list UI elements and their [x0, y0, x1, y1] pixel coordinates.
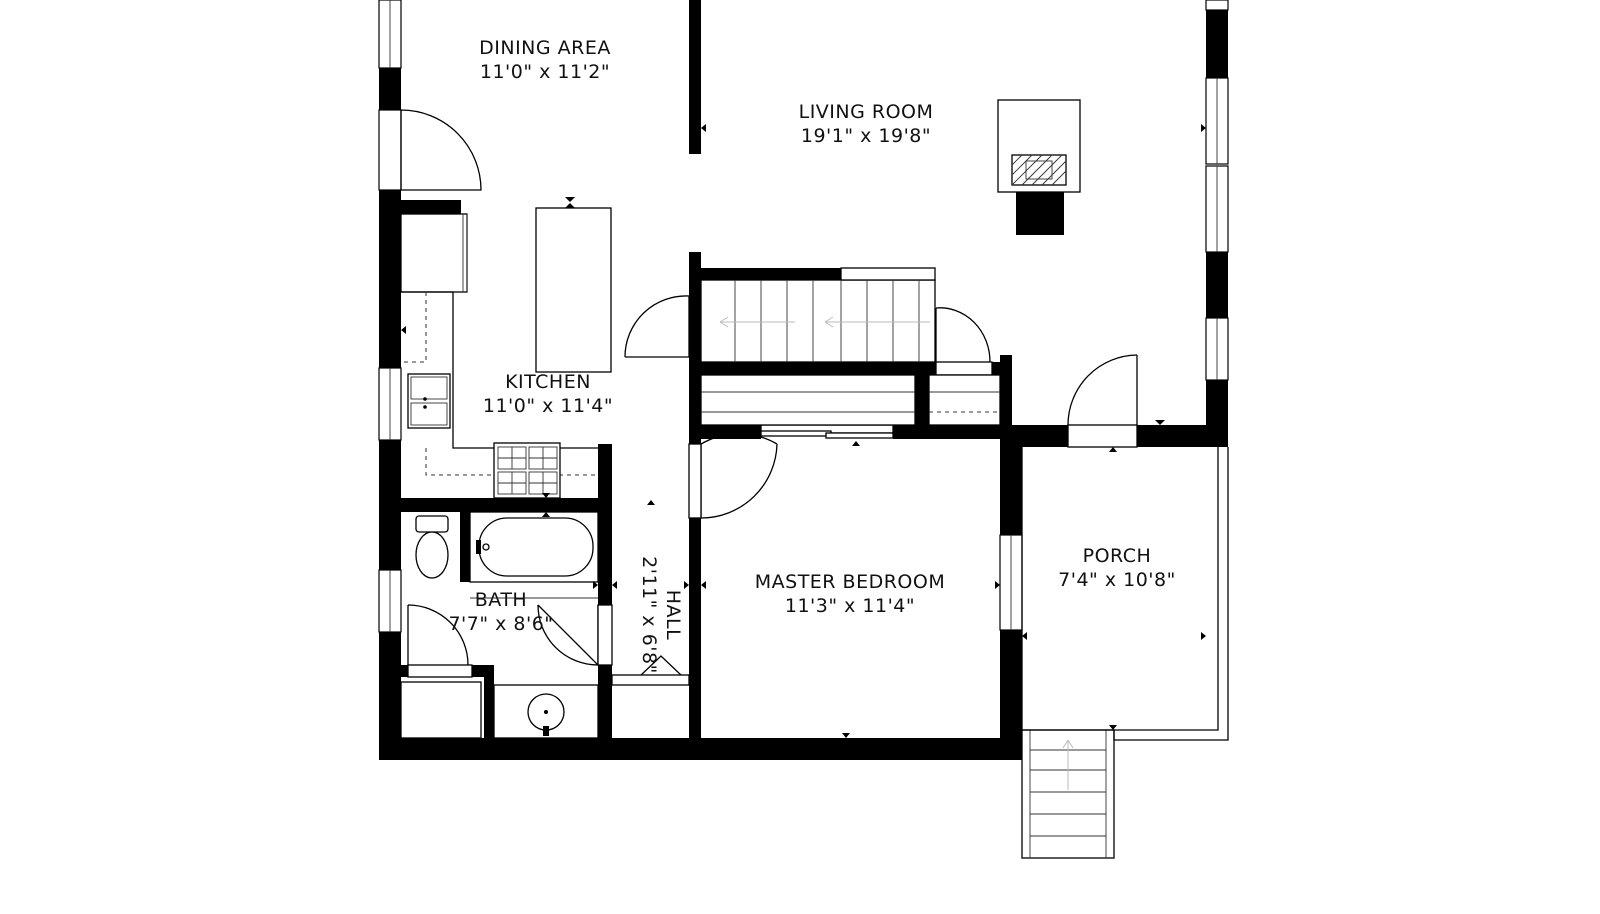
- dimension-markers: [401, 124, 1206, 738]
- room-label-dining: DINING AREA 11'0" x 11'2": [479, 37, 611, 83]
- room-name-dining: DINING AREA: [479, 37, 611, 59]
- room-size-bath: 7'7" x 8'6": [448, 613, 553, 635]
- room-label-kitchen: KITCHEN 11'0" x 11'4": [483, 371, 613, 417]
- kitchen-fixtures: [400, 207, 612, 499]
- room-name-master: MASTER BEDROOM: [755, 571, 945, 593]
- room-name-hall: HALL: [662, 590, 684, 640]
- windows: [378, 0, 1229, 633]
- doors: [400, 109, 1138, 686]
- room-size-dining: 11'0" x 11'2": [480, 61, 610, 83]
- room-size-porch: 7'4" x 10'8": [1058, 569, 1176, 591]
- room-name-living: LIVING ROOM: [799, 101, 934, 123]
- room-size-kitchen: 11'0" x 11'4": [483, 395, 613, 417]
- room-label-hall: HALL 2'11" x 6'8": [638, 556, 684, 674]
- room-name-bath: BATH: [475, 589, 527, 611]
- fireplace-icon: [997, 99, 1081, 235]
- stairs: [700, 267, 1115, 859]
- room-label-porch: PORCH 7'4" x 10'8": [1058, 545, 1176, 591]
- room-label-bath: BATH 7'7" x 8'6": [448, 589, 553, 635]
- room-size-living: 19'1" x 19'8": [801, 125, 931, 147]
- room-size-hall: 2'11" x 6'8": [638, 556, 660, 674]
- room-size-master: 11'3" x 11'4": [785, 595, 915, 617]
- room-label-master: MASTER BEDROOM 11'3" x 11'4": [755, 571, 945, 617]
- room-label-living: LIVING ROOM 19'1" x 19'8": [799, 101, 934, 147]
- porch-outline: [1021, 447, 1229, 741]
- room-name-kitchen: KITCHEN: [505, 371, 591, 393]
- room-name-porch: PORCH: [1083, 545, 1152, 567]
- bath-fixtures: [400, 511, 599, 739]
